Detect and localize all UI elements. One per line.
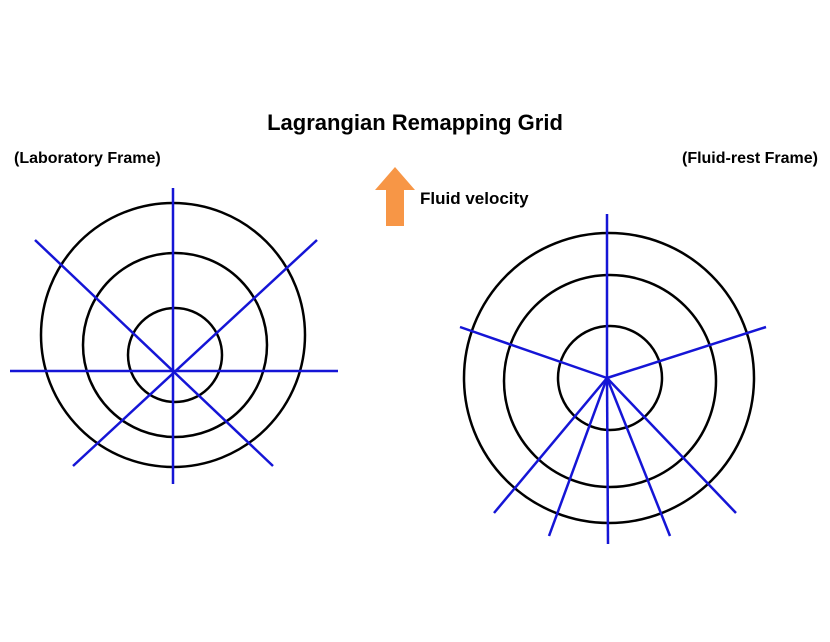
rest-middle-circle	[502, 273, 718, 489]
lab-inner-circle	[126, 306, 224, 404]
rest-grid-line	[606, 325, 767, 380]
rest-grid-line	[605, 377, 672, 537]
velocity-arrow-shape	[375, 167, 415, 226]
fluid-rest-frame-label: (Fluid-rest Frame)	[681, 150, 818, 167]
diagram-title: Lagrangian Remapping Grid	[267, 110, 563, 135]
fluid-rest-frame-grid	[459, 214, 767, 545]
lab-grid-line	[34, 239, 274, 467]
lab-grid-line	[72, 239, 318, 467]
rest-grid-line	[606, 377, 737, 514]
lab-middle-circle	[81, 251, 269, 439]
rest-inner-circle	[556, 324, 664, 432]
rest-grid-line	[459, 325, 608, 380]
rest-grid-line	[605, 377, 610, 545]
rest-grid-line	[493, 377, 608, 514]
up-arrow-icon	[375, 167, 415, 226]
fluid-velocity-label: Fluid velocity	[420, 189, 529, 208]
laboratory-frame-label: (Laboratory Frame)	[14, 150, 161, 167]
laboratory-frame-grid	[10, 188, 338, 484]
rest-grid-line	[547, 377, 609, 537]
